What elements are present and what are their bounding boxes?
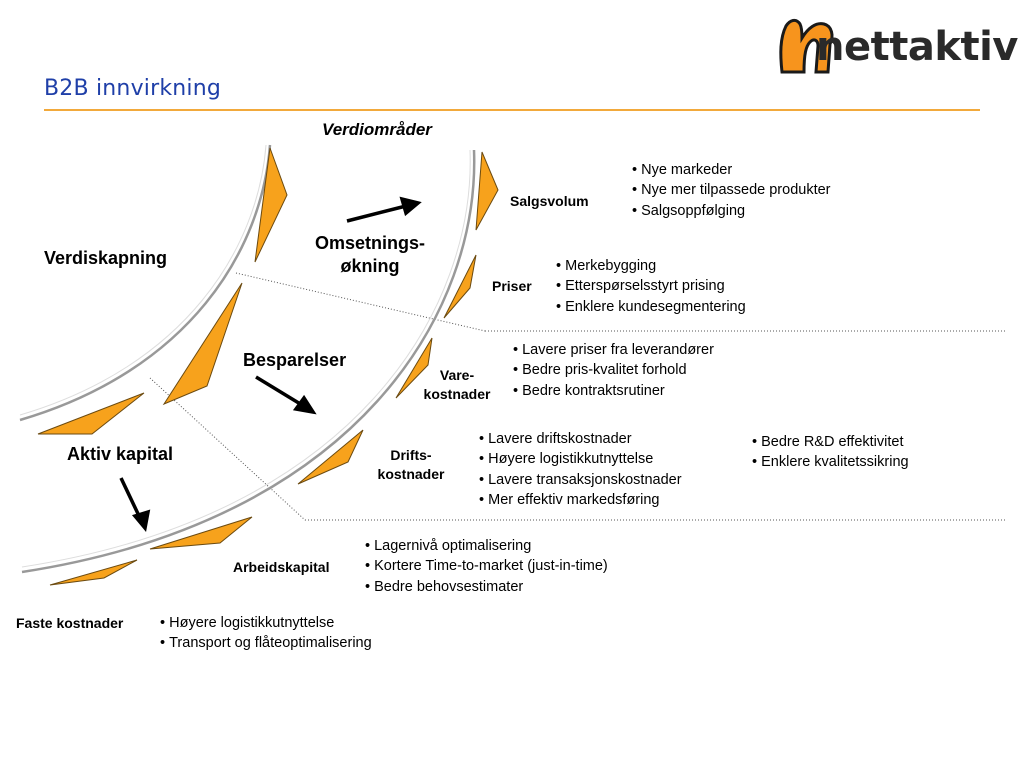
list-item: Høyere logistikkutnyttelse [479, 449, 682, 469]
list-item: Enklere kvalitetssikring [752, 452, 908, 472]
chevron-shape [475, 151, 499, 231]
list-item: Lavere driftskostnader [479, 429, 682, 449]
logo-wordmark: nettaktiv [816, 24, 1018, 70]
faste-kostnader-label: Faste kostnader [16, 615, 124, 631]
chevron-shape [37, 392, 145, 435]
list-item: Merkebygging [556, 256, 746, 276]
arrow-line [255, 375, 303, 407]
list-item: Nye markeder [632, 160, 831, 180]
aktiv-kapital-label: Aktiv kapital [67, 444, 174, 464]
page-title: B2B innvirkning [44, 76, 222, 101]
faste-kostnader-list: Høyere logistikkutnyttelse Transport og … [160, 613, 372, 654]
chevron-shape [395, 337, 433, 399]
list-item: Høyere logistikkutnyttelse [160, 613, 372, 633]
chevron-shape [443, 254, 477, 319]
arrow-line [346, 204, 407, 223]
list-item: Bedre kontraktsrutiner [513, 381, 714, 401]
chevron-shape [254, 147, 288, 263]
omsetningsokning-label: Omsetnings- økning [314, 233, 425, 276]
arbeidskapital-label: Arbeidskapital [233, 559, 330, 575]
salgsvolum-list: Nye markeder Nye mer tilpassede produkte… [632, 160, 831, 221]
varekostnader-list: Lavere priser fra leverandører Bedre pri… [513, 340, 714, 401]
arrow-head-icon [399, 196, 422, 217]
arrow-line [119, 477, 142, 519]
arrow-head-icon [292, 394, 317, 415]
list-item: Bedre behovsestimater [365, 577, 608, 597]
besparelser-label: Besparelser [243, 350, 347, 370]
verdiskapning-label: Verdiskapning [44, 248, 168, 268]
driftskostnader-label: Drifts- kostnader [377, 447, 445, 482]
list-item: Bedre R&D effektivitet [752, 432, 909, 452]
nettaktiv-logo: nettaktiv [776, 14, 1018, 80]
priser-label: Priser [492, 278, 532, 294]
value-areas-heading: Verdiområder [322, 120, 432, 139]
arbeidskapital-list: Lagernivå optimalisering Kortere Time-to… [365, 536, 608, 597]
list-item: Enklere kundesegmentering [556, 297, 746, 317]
driftskostnader-list: Lavere driftskostnader Høyere logistikku… [479, 429, 682, 511]
chevron-shape [149, 516, 253, 550]
salgsvolum-label: Salgsvolum [510, 193, 589, 209]
list-item: Etterspørselsstyrt prising [556, 276, 746, 296]
dotted-divider [149, 377, 306, 521]
list-item: Lavere transaksjonskostnader [479, 470, 681, 490]
chevron-shape [297, 429, 364, 485]
chevron-shape [49, 559, 138, 586]
list-item: Mer effektiv markedsføring [479, 490, 682, 510]
arrow-head-icon [131, 509, 151, 532]
logo-mark-icon [779, 18, 834, 74]
varekostnader-label: Vare- kostnader [423, 367, 491, 402]
right-curve [21, 149, 476, 574]
title-divider [44, 109, 980, 111]
list-item: Lagernivå optimalisering [365, 536, 608, 556]
list-item: Salgsoppfølging [632, 201, 831, 221]
dotted-divider [235, 272, 486, 332]
list-item: Nye mer tilpassede produkter [632, 180, 830, 200]
driftskostnader-extra-list: Bedre R&D effektivitet Enklere kvalitets… [752, 432, 909, 473]
list-item: Transport og flåteoptimalisering [160, 633, 372, 653]
list-item: Kortere Time-to-market (just-in-time) [365, 556, 608, 576]
left-curve [19, 144, 272, 422]
priser-list: Merkebygging Etterspørselsstyrt prising … [556, 256, 746, 317]
chevron-shape [162, 282, 243, 406]
list-item: Lavere priser fra leverandører [513, 340, 714, 360]
list-item: Bedre pris-kvalitet forhold [513, 360, 714, 380]
